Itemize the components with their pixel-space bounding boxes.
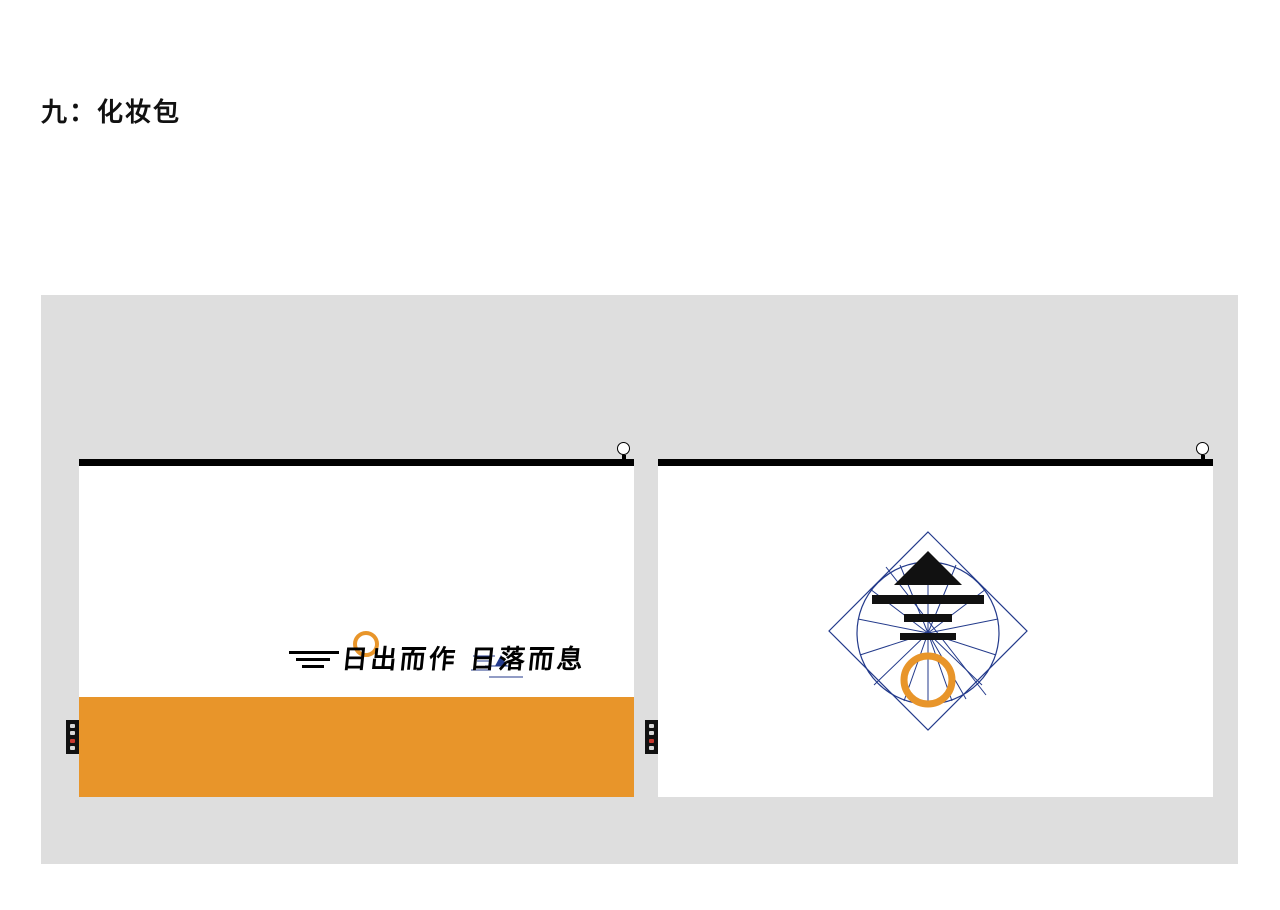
diamond-frame-icon <box>828 531 1028 731</box>
mountain-icon <box>495 655 507 666</box>
roof-icon <box>894 551 962 585</box>
sun-circle-icon <box>900 652 956 708</box>
puller-ring-icon <box>617 442 630 455</box>
logo-emblem <box>828 531 1028 731</box>
stripe-line-icon <box>296 658 330 661</box>
puller-stem <box>1201 455 1205 462</box>
zipper <box>79 459 634 466</box>
sun-circle-icon <box>353 631 379 657</box>
brand-tag <box>66 720 79 754</box>
orange-band <box>79 697 634 797</box>
stripe-line-icon <box>289 651 339 654</box>
stripe-line-icon <box>302 665 324 668</box>
roof-bar <box>872 595 984 604</box>
puller-ring-icon <box>1196 442 1209 455</box>
eave-bar <box>904 614 952 622</box>
cosmetic-bag-front: 日出而作 日落而息 <box>66 442 634 797</box>
brand-tag <box>645 720 658 754</box>
base-bar <box>900 633 956 640</box>
cloud-wave-icon <box>471 655 523 678</box>
cosmetic-bag-back <box>645 442 1213 797</box>
product-showcase: 日出而作 日落而息 <box>41 295 1238 864</box>
zipper-puller <box>1196 442 1210 465</box>
slogan-text: 日出而作 日落而息 <box>340 645 588 675</box>
puller-stem <box>622 455 626 462</box>
zipper-puller <box>617 442 631 465</box>
zipper <box>658 459 1213 466</box>
page-title: 九：化妆包 <box>41 98 182 128</box>
diagonal-line <box>885 566 987 696</box>
slogan-graphics <box>289 631 523 678</box>
